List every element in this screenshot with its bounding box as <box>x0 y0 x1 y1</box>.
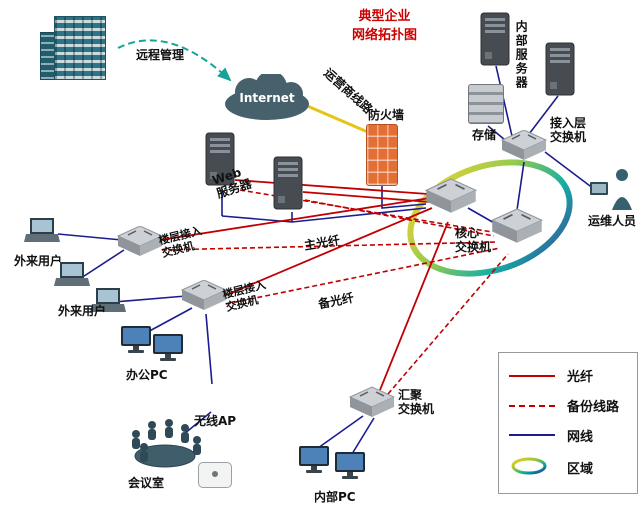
office-pc-label: 办公PC <box>126 368 168 382</box>
wireless-ap-label: 无线AP <box>194 414 237 428</box>
legend-backup-label: 备份线路 <box>567 400 620 416</box>
internal-pc-label: 内部PC <box>314 490 356 504</box>
building-icon <box>32 10 122 86</box>
core-switch-label-line1: 核心 <box>455 226 480 240</box>
external-user-2-label: 外来用户 <box>58 304 107 318</box>
fiber-links <box>159 179 449 391</box>
office-pc-monitor-1-icon <box>120 326 152 360</box>
floor-switch-2-icon <box>180 280 228 316</box>
core-switch-label-line2: 交换机 <box>455 240 492 255</box>
access-layer-switch-icon <box>500 130 548 166</box>
legend-zone-label: 区域 <box>567 462 594 478</box>
aggregation-switch-label-line2: 交换机 <box>398 402 435 417</box>
core-switch-1-icon <box>424 178 478 220</box>
legend-item-zone: 区域 <box>509 456 627 480</box>
ops-staff-label: 运维人员 <box>588 214 637 228</box>
diagram-title-line1: 典型企业 <box>358 9 411 24</box>
backup-line-sample <box>509 404 555 407</box>
fiber-line-sample <box>509 374 555 377</box>
building-side-tower <box>40 32 56 80</box>
office-pc-monitor-2-icon <box>152 334 184 368</box>
external-user-1-label: 外来用户 <box>14 254 63 268</box>
carrier-link <box>297 100 378 138</box>
ops-staff-icon <box>588 164 636 214</box>
legend-network-label: 网线 <box>567 429 594 445</box>
diagram-title: 典型企业 网络拓扑图 <box>352 8 417 46</box>
aggregation-switch-label-line1: 汇聚 <box>398 388 423 402</box>
internal-server-1-icon <box>480 12 510 70</box>
access-layer-switch-label-line2: 交换机 <box>550 130 587 145</box>
legend: 光纤 备份线路 网线 区域 <box>498 352 638 494</box>
storage-icon <box>468 84 504 124</box>
zone-ring-sample <box>509 456 555 480</box>
access-layer-switch-label-line1: 接入层 <box>550 116 587 130</box>
aggregation-switch-icon <box>348 386 396 424</box>
web-server-2-icon <box>273 156 303 214</box>
storage-label: 存储 <box>472 128 497 142</box>
legend-fiber-label: 光纤 <box>567 370 594 386</box>
floor-switch-1-icon <box>116 226 164 262</box>
internet-cloud-icon: Internet <box>223 74 311 122</box>
diagram-title-line2: 网络拓扑图 <box>352 27 418 43</box>
internal-server-2-icon <box>545 42 575 100</box>
remote-management-label: 远程管理 <box>136 48 185 62</box>
internal-servers-label: 内部服务器 <box>514 20 529 90</box>
legend-item-backup: 备份线路 <box>509 396 627 415</box>
firewall-label: 防火墙 <box>368 108 405 122</box>
network-line-sample <box>509 434 555 437</box>
core-switch-label: 核心 交换机 <box>455 226 491 254</box>
internet-label: Internet <box>239 91 295 105</box>
building-main-tower <box>54 16 106 80</box>
aggregation-switch-label: 汇聚 交换机 <box>398 388 434 416</box>
internal-pc-2-icon <box>334 452 366 486</box>
wireless-ap-icon <box>198 462 232 488</box>
access-layer-switch-label: 接入层 交换机 <box>550 116 586 144</box>
legend-item-network: 网线 <box>509 426 627 445</box>
network-links <box>57 65 599 455</box>
internal-pc-1-icon <box>298 446 330 480</box>
core-switch-2-icon <box>490 208 544 250</box>
remote-management-link <box>117 39 232 82</box>
legend-item-fiber: 光纤 <box>509 366 627 385</box>
external-user-laptop-1-icon <box>24 218 60 250</box>
firewall-icon <box>366 124 398 186</box>
meeting-room-label: 会议室 <box>128 476 165 490</box>
